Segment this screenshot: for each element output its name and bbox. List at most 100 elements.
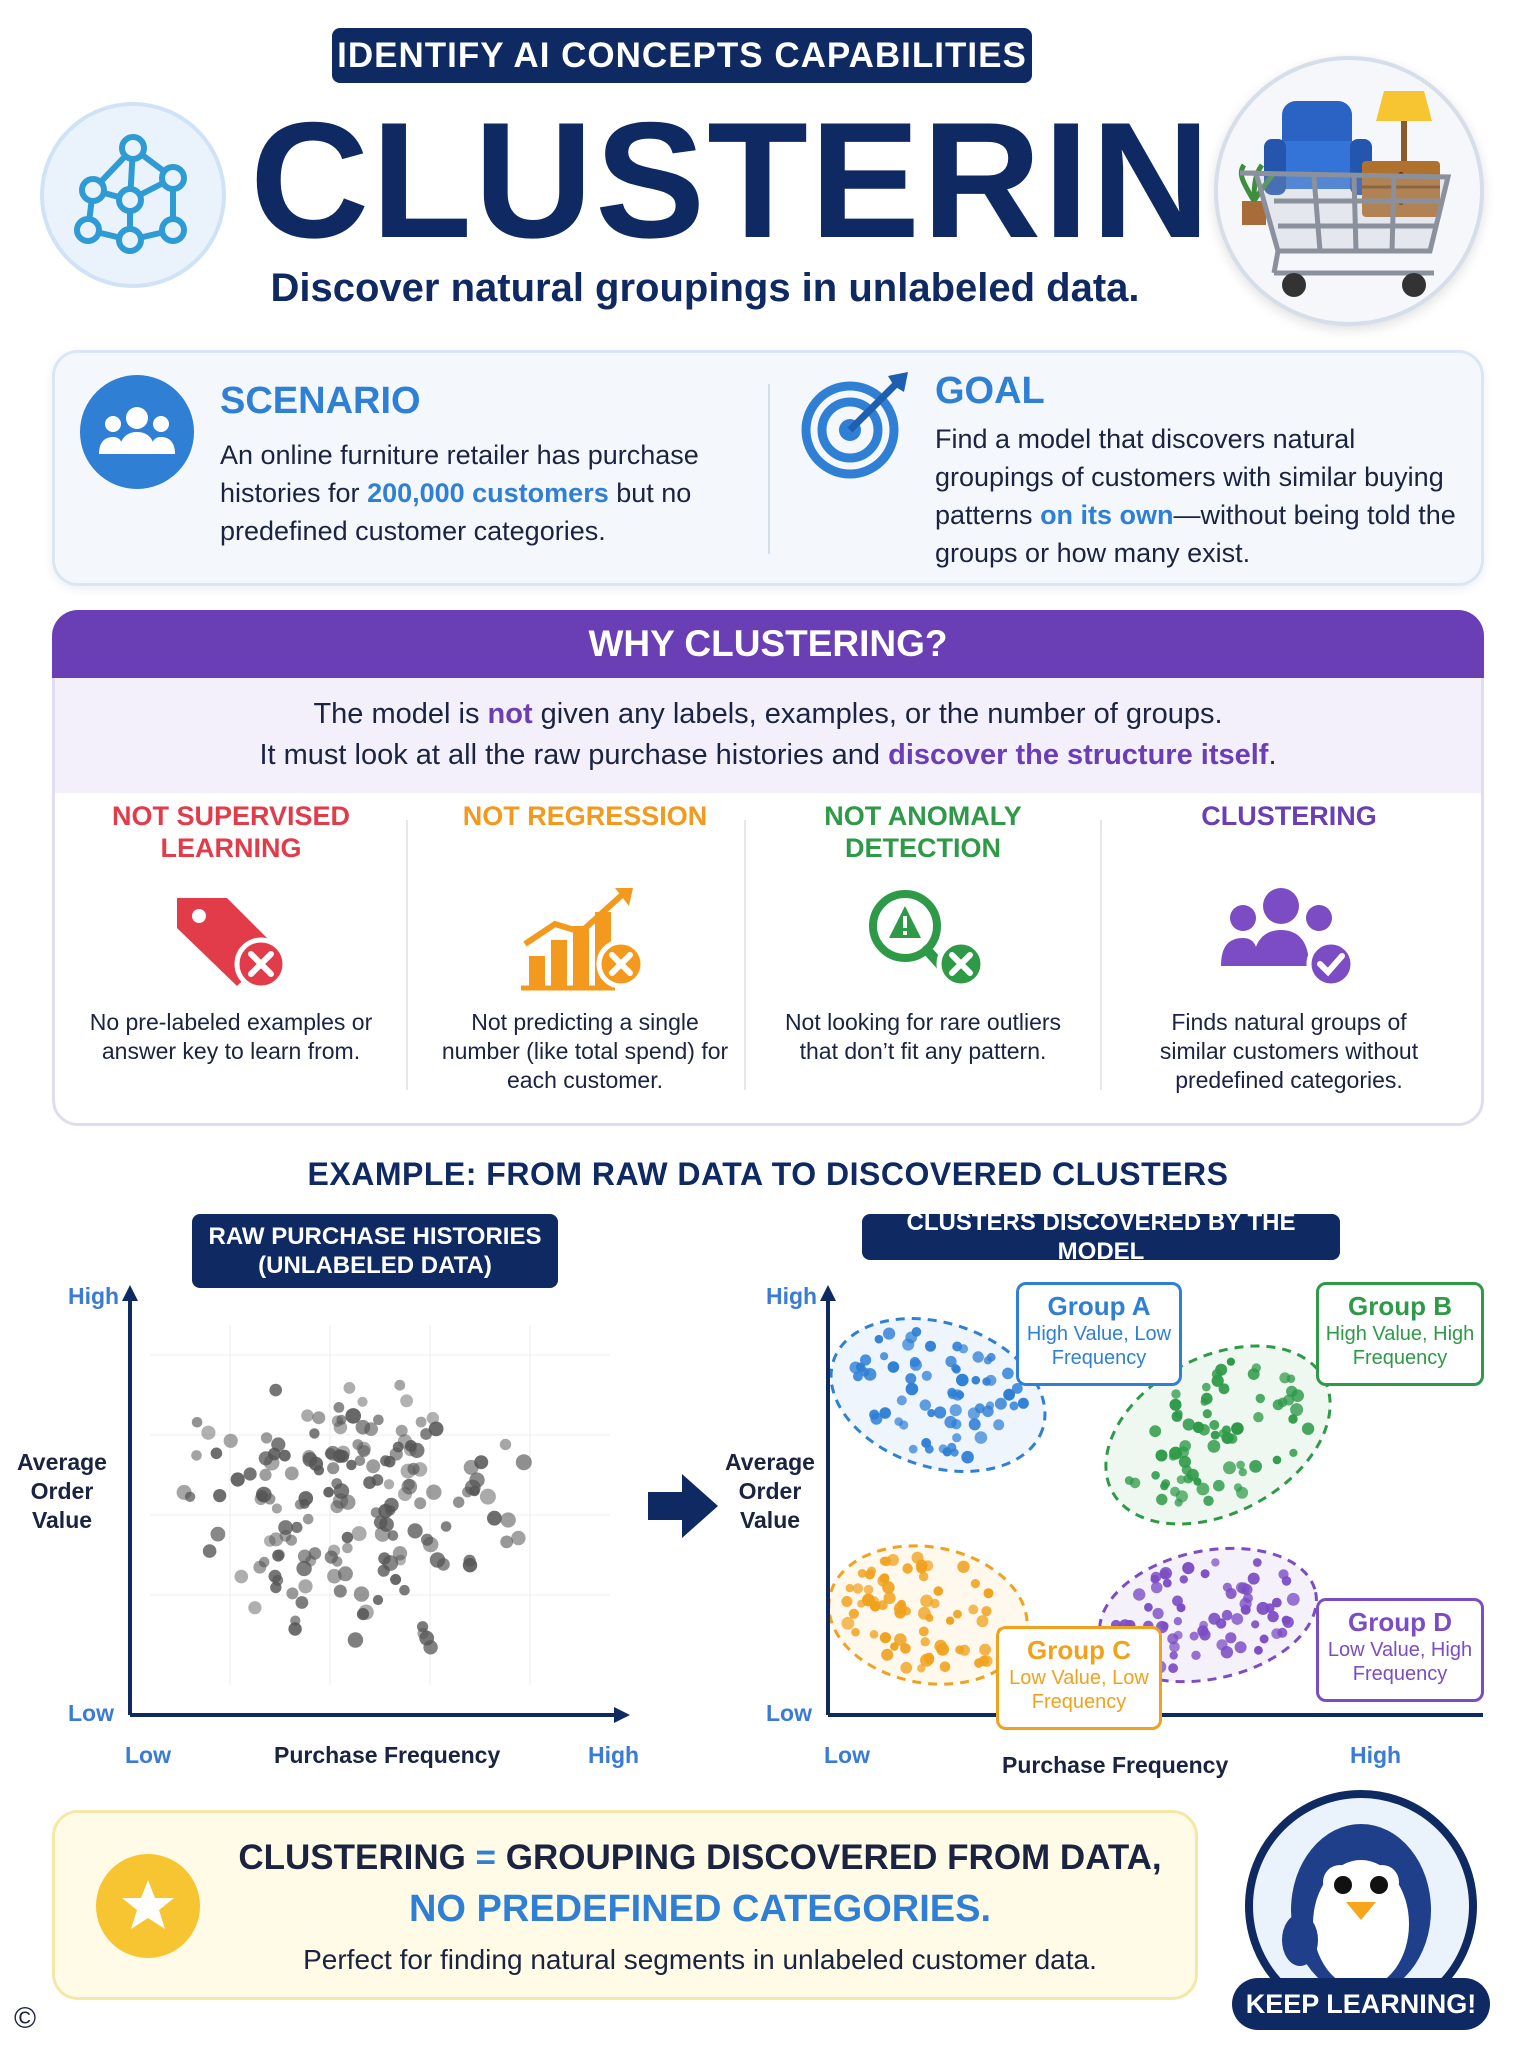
raw-data-point <box>301 1409 314 1422</box>
y-tick-high: High <box>68 1283 120 1309</box>
cluster-point <box>1221 1609 1233 1621</box>
raw-data-point <box>201 1425 216 1440</box>
cluster-point <box>881 1648 894 1661</box>
cluster-point <box>983 1588 994 1599</box>
cluster-point <box>883 1591 896 1604</box>
cluster-point <box>952 1341 963 1352</box>
raw-data-point <box>331 1556 343 1567</box>
cluster-point <box>1176 1475 1186 1484</box>
card-divider <box>768 384 770 554</box>
cluster-point <box>1211 1374 1224 1387</box>
x-tick-high: High <box>1350 1742 1402 1768</box>
cluster-point <box>1169 1651 1178 1660</box>
raw-data-point <box>343 1382 356 1394</box>
cluster-point <box>879 1632 891 1644</box>
cluster-point <box>1133 1588 1146 1601</box>
cluster-point <box>905 1382 919 1396</box>
cluster-point <box>981 1606 992 1617</box>
raw-data-point <box>184 1491 196 1502</box>
raw-data-point <box>415 1416 427 1428</box>
raw-data-point <box>351 1526 367 1542</box>
cluster-point <box>949 1404 962 1417</box>
cluster-point <box>857 1599 866 1608</box>
option-clustering: CLUSTERING Finds natural groups of simil… <box>1112 800 1466 1116</box>
cluster-point <box>1236 1486 1249 1499</box>
cluster-point <box>845 1583 854 1593</box>
raw-data-point <box>487 1510 502 1526</box>
cluster-point <box>1265 1603 1275 1613</box>
group-description: Low Value, High Frequency <box>1327 1639 1473 1685</box>
cluster-point <box>1247 1368 1260 1380</box>
raw-data-point <box>327 1544 341 1557</box>
option-description: No pre-labeled examples or answer key to… <box>89 1009 373 1064</box>
raw-data-point <box>202 1544 217 1558</box>
raw-data-point <box>323 1486 334 1498</box>
cluster-point <box>1225 1632 1237 1644</box>
plot-grid <box>150 1325 610 1685</box>
cluster-point <box>863 1584 874 1595</box>
cluster-point <box>945 1616 955 1625</box>
raw-data-point <box>373 1414 384 1426</box>
raw-data-point <box>383 1479 395 1490</box>
raw-data-point <box>409 1442 425 1458</box>
cluster-point <box>957 1560 970 1573</box>
raw-data-point <box>298 1579 313 1594</box>
cluster-b <box>1104 1344 1332 1526</box>
cluster-point <box>1202 1382 1211 1392</box>
cluster-point <box>1243 1593 1253 1604</box>
cluster-point <box>1189 1631 1199 1641</box>
cluster-point <box>1151 1471 1160 1480</box>
raw-data-point <box>426 1484 442 1500</box>
cluster-point <box>967 1407 980 1420</box>
cluster-point <box>1210 1430 1220 1440</box>
option-description: Finds natural groups of similar customer… <box>1159 1009 1419 1093</box>
cluster-point <box>877 1575 889 1587</box>
cluster-point <box>994 1397 1007 1410</box>
why-intro-band <box>55 678 1481 793</box>
cluster-point <box>1152 1607 1164 1620</box>
raw-data-point <box>469 1485 480 1497</box>
cluster-point <box>1149 1425 1162 1438</box>
cluster-point <box>961 1450 974 1464</box>
x-axis-arrow <box>614 1707 630 1723</box>
cluster-point <box>841 1616 855 1630</box>
cluster-point <box>848 1608 859 1619</box>
cluster-point <box>925 1340 936 1352</box>
cluster-point <box>860 1354 872 1366</box>
raw-data-label: RAW PURCHASE HISTORIES (UNLABELED DATA) <box>192 1214 558 1288</box>
cluster-point <box>1288 1414 1298 1424</box>
copyright-mark: © <box>14 2002 37 2035</box>
cluster-point <box>869 1409 880 1420</box>
group-name: Group B <box>1348 1291 1452 1321</box>
raw-data-point <box>500 1535 514 1549</box>
cluster-point <box>887 1361 900 1373</box>
cluster-point <box>1281 1615 1291 1625</box>
raw-data-point <box>420 1428 432 1440</box>
clusters-label: CLUSTERS DISCOVERED BY THE MODEL <box>862 1209 1340 1265</box>
cluster-point <box>1251 1620 1260 1629</box>
cluster-point <box>1172 1595 1183 1607</box>
cluster-point <box>1237 1582 1250 1595</box>
cluster-point <box>1159 1567 1172 1580</box>
y-axis-arrow <box>820 1285 836 1301</box>
raw-data-point <box>260 1432 273 1444</box>
cluster-point <box>1011 1383 1023 1394</box>
cluster-point <box>851 1627 860 1637</box>
raw-data-point <box>284 1466 299 1481</box>
cluster-point <box>902 1338 915 1351</box>
raw-data-point <box>213 1489 227 1503</box>
cluster-point <box>1171 1389 1181 1399</box>
cluster-point <box>909 1358 922 1371</box>
cluster-point <box>1162 1578 1172 1588</box>
x-tick-low: Low <box>824 1742 870 1768</box>
takeaway-card <box>52 1810 1198 2000</box>
raw-data-point <box>385 1505 396 1516</box>
raw-data-point <box>286 1587 299 1600</box>
raw-data-point <box>263 1454 280 1471</box>
cluster-point <box>1211 1558 1220 1567</box>
cluster-point <box>883 1327 896 1340</box>
column-divider <box>744 820 746 1090</box>
cluster-point <box>982 1405 994 1418</box>
cluster-point <box>976 1615 989 1628</box>
raw-data-point <box>243 1467 257 1481</box>
